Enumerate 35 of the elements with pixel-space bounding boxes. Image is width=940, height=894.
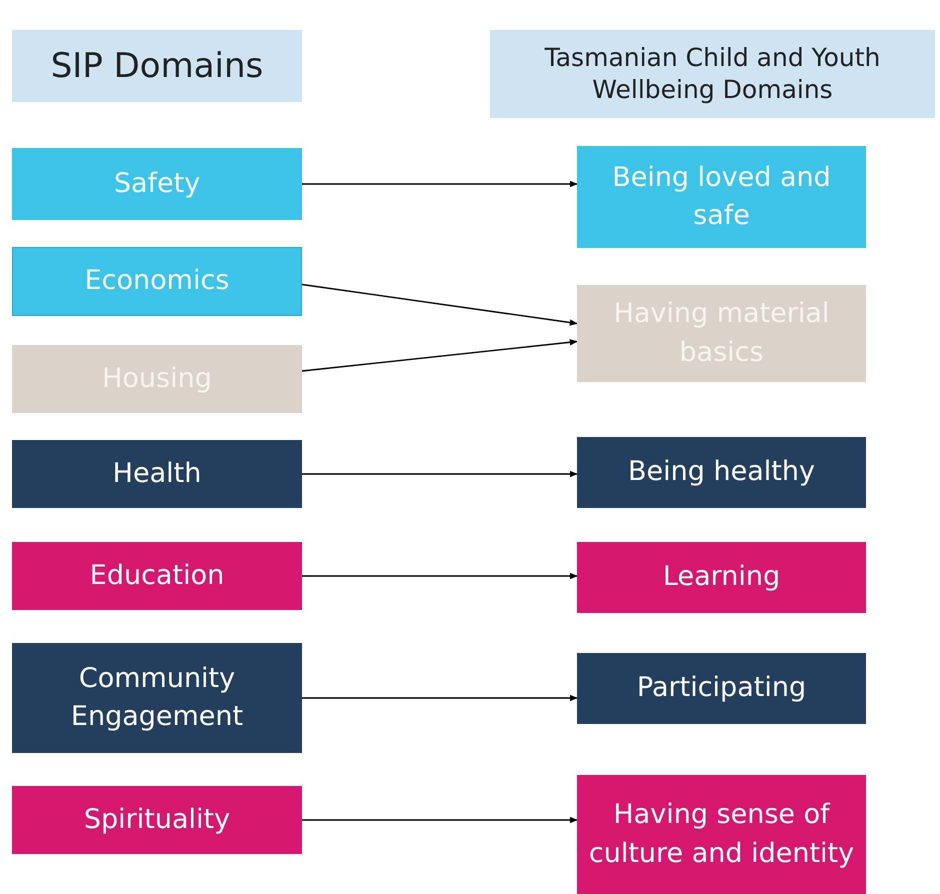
arrow [302, 180, 578, 188]
domain-box [12, 440, 302, 508]
heading-box [12, 30, 302, 102]
domain-label: Education [90, 558, 224, 593]
arrow [302, 816, 578, 824]
domain-box [577, 437, 866, 508]
heading-box [490, 30, 935, 118]
domain-label: Being healthy [628, 455, 815, 490]
domain-label: Economics [84, 264, 230, 298]
domain-label: Having sense of culture and identity [588, 798, 856, 870]
domain-label: Tasmanian Child and Youth Wellbeing Domains [544, 42, 882, 106]
domain-label: SIP Domains [50, 44, 264, 88]
arrow [302, 694, 578, 702]
arrow [302, 572, 578, 580]
domain-label: Participating [636, 671, 806, 706]
arrow [302, 284, 578, 326]
domain-box [12, 148, 302, 220]
domain-box [577, 775, 866, 894]
domain-box [12, 786, 302, 854]
domain-label: Health [112, 456, 202, 491]
domain-box [577, 653, 866, 724]
domain-box [577, 285, 866, 382]
domain-box [577, 146, 866, 248]
domain-box [12, 247, 302, 316]
domain-label: Spirituality [84, 802, 230, 837]
domain-box [12, 345, 302, 413]
domain-label: Being loved and safe [611, 160, 832, 233]
domain-label: Community Engagement [70, 662, 244, 734]
domain-label: Learning [662, 560, 780, 594]
domain-label: Safety [114, 166, 200, 201]
arrow [302, 470, 578, 478]
domain-box [12, 643, 302, 753]
domain-box [12, 542, 302, 610]
arrow [302, 339, 578, 372]
domain-box [577, 542, 866, 613]
